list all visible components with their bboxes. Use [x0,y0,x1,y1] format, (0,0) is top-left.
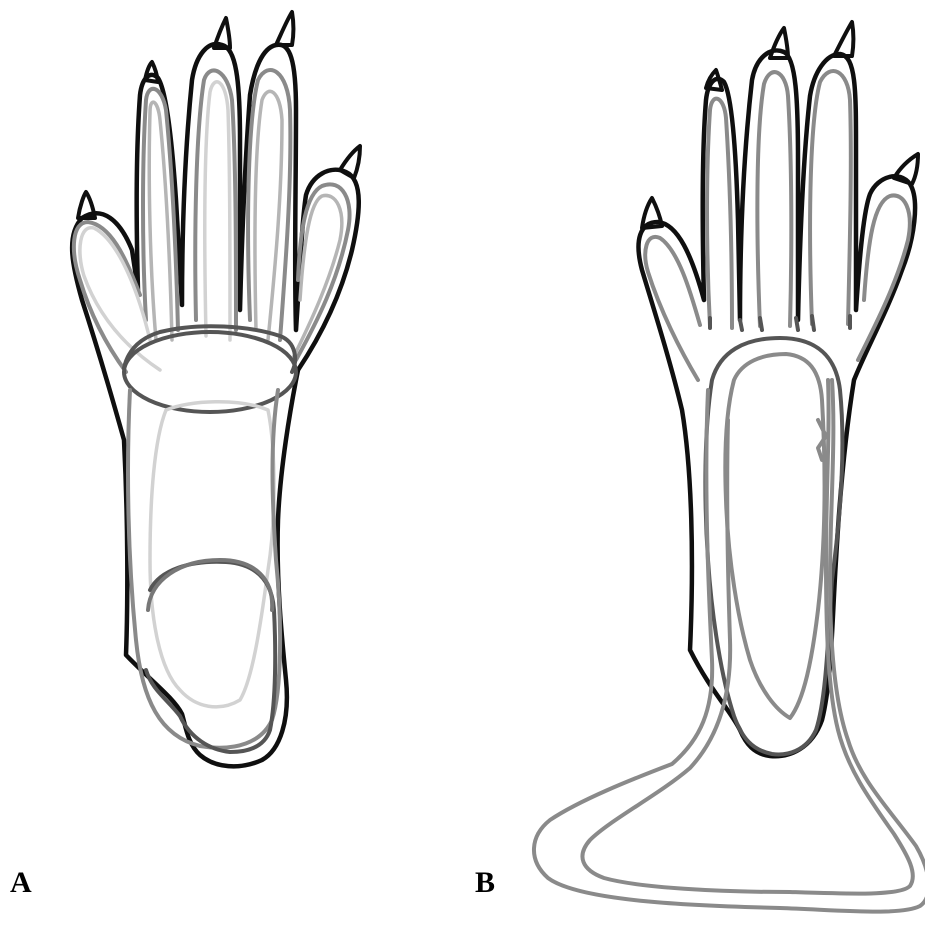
panel-b-outline [639,50,916,756]
panel-b-inner-loop [725,354,824,718]
panel-b-drawing [534,22,925,912]
panel-b-finger-3-gray [757,72,791,326]
panel-a-inner-light-tube [150,402,274,707]
panel-a-drawing [72,12,360,766]
panel-a-finger-3-light [205,82,230,340]
panel-a-label: A [10,868,32,898]
panel-a-claw-4 [276,12,294,45]
panel-b-label: B [475,868,495,898]
panel-a-outline [72,44,359,766]
panel-b-finger-2-gray [707,99,732,328]
panel-b-finger-4-gray [810,71,851,324]
panel-a-lower-ring [148,560,272,610]
panel-b-right-tube [582,380,912,894]
panel-a-wrist-ring [124,332,296,412]
panel-a-finger-4-light [255,91,282,340]
panel-b-claw-4 [834,22,854,56]
